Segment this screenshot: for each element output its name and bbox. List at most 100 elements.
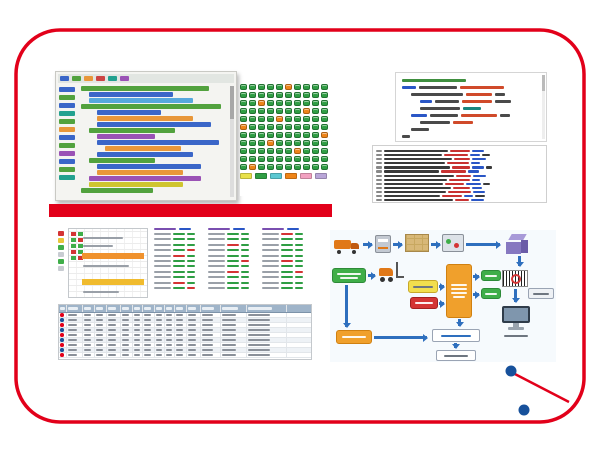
status-button[interactable] bbox=[276, 148, 283, 154]
script-block[interactable] bbox=[89, 176, 201, 181]
status-button[interactable] bbox=[258, 156, 265, 162]
status-button[interactable] bbox=[240, 116, 247, 122]
palette-block[interactable] bbox=[59, 119, 75, 124]
sheet-toolbar-chip[interactable] bbox=[58, 231, 64, 236]
status-button[interactable] bbox=[249, 84, 256, 90]
status-button[interactable] bbox=[240, 148, 247, 154]
status-button[interactable] bbox=[258, 140, 265, 146]
script-block[interactable] bbox=[97, 134, 155, 139]
status-button[interactable] bbox=[285, 148, 292, 154]
table-row[interactable] bbox=[59, 328, 311, 333]
status-button[interactable] bbox=[276, 132, 283, 138]
status-button[interactable] bbox=[276, 116, 283, 122]
palette-block[interactable] bbox=[59, 159, 75, 164]
script-block[interactable] bbox=[105, 146, 181, 151]
status-button[interactable] bbox=[240, 92, 247, 98]
table-row[interactable] bbox=[59, 343, 311, 348]
status-button[interactable] bbox=[240, 156, 247, 162]
log-row[interactable] bbox=[376, 165, 544, 169]
toolbar-chip[interactable] bbox=[84, 76, 93, 81]
status-button[interactable] bbox=[249, 148, 256, 154]
status-button[interactable] bbox=[240, 140, 247, 146]
status-button[interactable] bbox=[240, 164, 247, 170]
scrollbar-thumb[interactable] bbox=[230, 86, 234, 120]
log-row[interactable] bbox=[376, 174, 544, 178]
script-block[interactable] bbox=[97, 164, 201, 169]
status-button[interactable] bbox=[258, 132, 265, 138]
status-button[interactable] bbox=[303, 156, 310, 162]
code-scrollbar[interactable] bbox=[542, 75, 545, 139]
status-button[interactable] bbox=[285, 140, 292, 146]
status-button[interactable] bbox=[240, 124, 247, 130]
toolbar-chip[interactable] bbox=[72, 76, 81, 81]
status-button[interactable] bbox=[258, 116, 265, 122]
status-button[interactable] bbox=[285, 124, 292, 130]
table-row[interactable] bbox=[59, 313, 311, 318]
status-button[interactable] bbox=[249, 116, 256, 122]
status-button[interactable] bbox=[267, 140, 274, 146]
palette-block[interactable] bbox=[59, 135, 75, 140]
log-row[interactable] bbox=[376, 178, 544, 182]
status-button[interactable] bbox=[312, 156, 319, 162]
log-row[interactable] bbox=[376, 182, 544, 186]
sheet-toolbar-chip[interactable] bbox=[58, 238, 64, 243]
status-button[interactable] bbox=[294, 124, 301, 130]
status-button[interactable] bbox=[303, 108, 310, 114]
status-button[interactable] bbox=[285, 156, 292, 162]
palette-block[interactable] bbox=[59, 167, 75, 172]
status-button[interactable] bbox=[267, 164, 274, 170]
toolbar-chip[interactable] bbox=[120, 76, 129, 81]
log-row[interactable] bbox=[376, 190, 544, 194]
status-button[interactable] bbox=[258, 108, 265, 114]
sheet-toolbar-chip[interactable] bbox=[58, 259, 64, 264]
status-button[interactable] bbox=[249, 124, 256, 130]
script-block[interactable] bbox=[97, 122, 211, 127]
status-button[interactable] bbox=[294, 156, 301, 162]
log-row[interactable] bbox=[376, 161, 544, 165]
palette-block[interactable] bbox=[59, 175, 75, 180]
script-block[interactable] bbox=[97, 140, 219, 145]
status-button[interactable] bbox=[285, 116, 292, 122]
status-button[interactable] bbox=[303, 84, 310, 90]
status-button[interactable] bbox=[249, 156, 256, 162]
table-row[interactable] bbox=[59, 353, 311, 358]
status-button[interactable] bbox=[285, 164, 292, 170]
script-block[interactable] bbox=[81, 188, 153, 193]
script-block[interactable] bbox=[89, 128, 175, 133]
status-button[interactable] bbox=[276, 124, 283, 130]
log-row[interactable] bbox=[376, 169, 544, 173]
status-button[interactable] bbox=[294, 164, 301, 170]
palette-block[interactable] bbox=[59, 151, 75, 156]
toolbar-chip[interactable] bbox=[96, 76, 105, 81]
log-row[interactable] bbox=[376, 153, 544, 157]
status-button[interactable] bbox=[294, 108, 301, 114]
status-button[interactable] bbox=[321, 108, 328, 114]
highlight-row-2[interactable] bbox=[82, 279, 144, 285]
palette-block[interactable] bbox=[59, 127, 75, 132]
status-button[interactable] bbox=[312, 148, 319, 154]
status-button[interactable] bbox=[321, 156, 328, 162]
status-button[interactable] bbox=[303, 124, 310, 130]
status-button[interactable] bbox=[321, 124, 328, 130]
script-block[interactable] bbox=[97, 152, 193, 157]
status-button[interactable] bbox=[249, 132, 256, 138]
log-row[interactable] bbox=[376, 157, 544, 161]
status-button[interactable] bbox=[294, 84, 301, 90]
status-button[interactable] bbox=[312, 84, 319, 90]
status-button[interactable] bbox=[321, 100, 328, 106]
status-button[interactable] bbox=[285, 100, 292, 106]
status-button[interactable] bbox=[276, 92, 283, 98]
status-button[interactable] bbox=[258, 92, 265, 98]
status-button[interactable] bbox=[312, 108, 319, 114]
status-button[interactable] bbox=[294, 116, 301, 122]
block-scrollbar[interactable] bbox=[230, 86, 234, 197]
status-button[interactable] bbox=[249, 100, 256, 106]
status-button[interactable] bbox=[321, 140, 328, 146]
sheet-toolbar-chip[interactable] bbox=[58, 266, 64, 271]
script-block[interactable] bbox=[97, 116, 193, 121]
script-block[interactable] bbox=[97, 110, 161, 115]
status-button[interactable] bbox=[249, 140, 256, 146]
script-block[interactable] bbox=[89, 98, 193, 103]
status-button[interactable] bbox=[303, 148, 310, 154]
log-row[interactable] bbox=[376, 194, 544, 198]
